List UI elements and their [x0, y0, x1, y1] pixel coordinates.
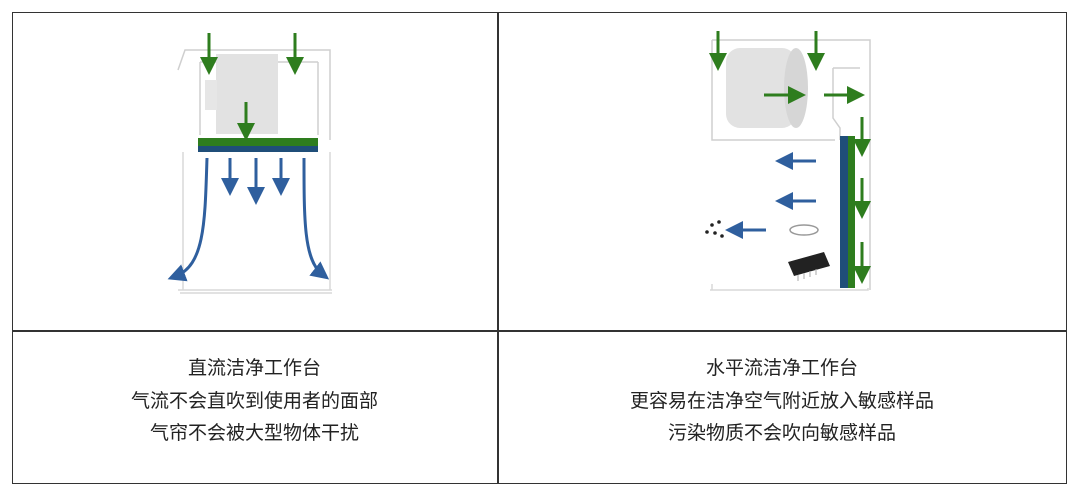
- sample-ring-icon: [789, 224, 819, 236]
- vertical-flow-cabinet-diagram: [167, 33, 332, 294]
- vertical-flow-caption: 直流洁净工作台 气流不会直吹到使用者的面部 气帘不会被大型物体干扰: [12, 352, 497, 450]
- caption-line: 气帘不会被大型物体干扰: [149, 422, 359, 444]
- hepa-filter: [840, 136, 848, 288]
- hepa-filter: [198, 138, 318, 146]
- horizontal-flow-cabinet-diagram: [705, 31, 871, 291]
- comparison-table: [12, 12, 1067, 484]
- caption-title: 直流洁净工作台: [187, 357, 321, 379]
- caption-line: 更容易在洁净空气附近放入敏感样品: [629, 389, 934, 412]
- green-arrows: [200, 33, 304, 141]
- caption-line: 污染物质不会吹向敏感样品: [667, 422, 896, 444]
- blue-arrows: [725, 152, 816, 239]
- green-arrows: [709, 31, 871, 284]
- horizontal-flow-caption: 水平流洁净工作台 更容易在洁净空气附近放入敏感样品 污染物质不会吹向敏感样品: [497, 352, 1067, 450]
- blue-arrows: [167, 157, 330, 282]
- particles-icon: [705, 220, 724, 238]
- chip-icon: [788, 252, 830, 281]
- row-divider: [13, 330, 1066, 332]
- caption-title: 水平流洁净工作台: [705, 357, 858, 379]
- caption-line: 气流不会直吹到使用者的面部: [130, 389, 378, 412]
- column-divider: [497, 13, 499, 483]
- fan-cylinder: [726, 48, 796, 128]
